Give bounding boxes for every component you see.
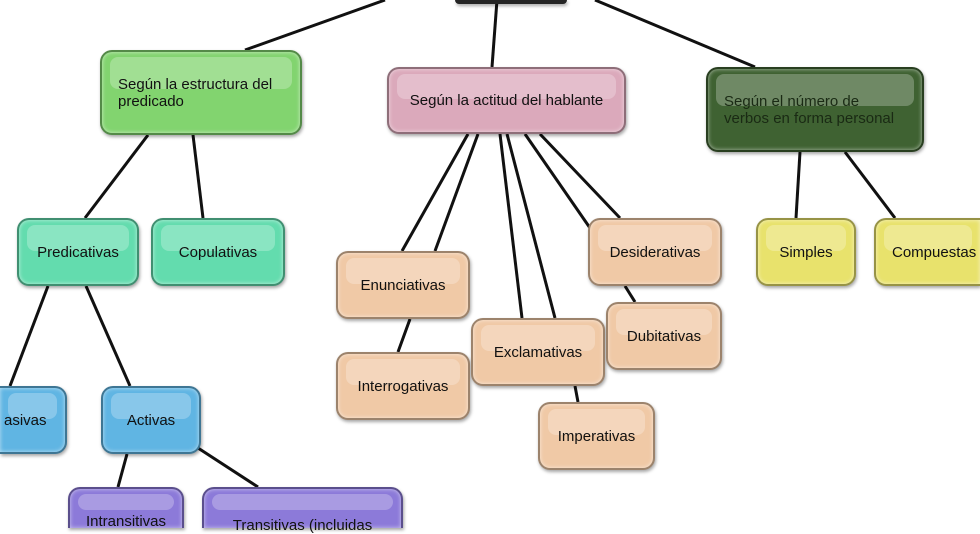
node-interrogativas: Interrogativas (336, 352, 470, 420)
root-node (455, 0, 567, 4)
node-predicativas: Predicativas (17, 218, 139, 286)
node-intransitivas: Intransitivas (68, 487, 184, 530)
node-activas: Activas (101, 386, 201, 454)
node-enunciativas: Enunciativas (336, 251, 470, 319)
node-copulativas: Copulativas (151, 218, 285, 286)
node-estructura: Según la estructura del predicado (100, 50, 302, 135)
node-dubitativas: Dubitativas (606, 302, 722, 370)
node-numero: Según el número de verbos en forma perso… (706, 67, 924, 152)
node-simples: Simples (756, 218, 856, 286)
node-actitud: Según la actitud del hablante (387, 67, 626, 134)
node-desiderativas: Desiderativas (588, 218, 722, 286)
node-compuestas: Compuestas (874, 218, 980, 286)
node-exclamativas: Exclamativas (471, 318, 605, 386)
node-imperativas: Imperativas (538, 402, 655, 470)
node-transitivas: Transitivas (incluidas (202, 487, 403, 533)
node-pasivas: asivas (0, 386, 67, 454)
